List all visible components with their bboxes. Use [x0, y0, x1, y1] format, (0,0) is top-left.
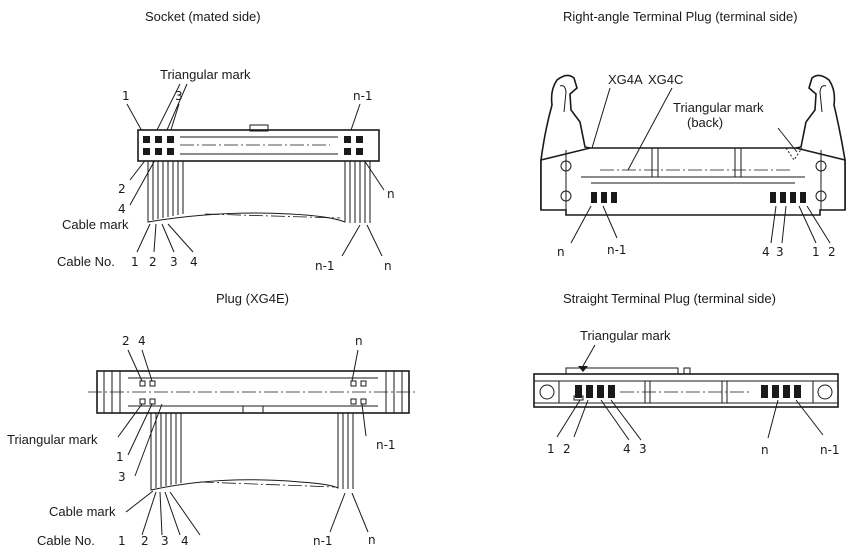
- socket-cable-1-label: 1: [131, 255, 139, 269]
- socket-cable-2-label: 2: [149, 255, 157, 269]
- socket-pin-2-label: 2: [118, 182, 126, 196]
- plug-pin-4-label: 4: [138, 334, 146, 348]
- right-angle-connector-body: [540, 74, 846, 216]
- straight-pin-4-label: 4: [623, 442, 631, 456]
- socket-cable-no-label: Cable No.: [57, 254, 115, 269]
- plug-cable-mark-label: Cable mark: [49, 504, 116, 519]
- right-angle-panel: Right-angle Terminal Plug (terminal side…: [540, 9, 846, 259]
- right-angle-pin-4-label: 4: [762, 245, 770, 259]
- socket-cable-n-label: n: [384, 259, 392, 273]
- socket-pin-4-label: 4: [118, 202, 126, 216]
- right-angle-model-a: XG4A: [608, 72, 643, 87]
- plug-pin-3-label: 3: [118, 470, 126, 484]
- straight-pin-2-label: 2: [563, 442, 571, 456]
- straight-leader-lines: [556, 399, 824, 441]
- plug-connector-body: [88, 370, 418, 414]
- plug-pin-1-label: 1: [116, 450, 124, 464]
- plug-cable-3-label: 3: [161, 534, 169, 548]
- socket-pin-n-minus-1-label: n-1: [353, 89, 373, 103]
- plug-pin-n-minus-1-label: n-1: [376, 438, 396, 452]
- plug-triangular-mark-label: Triangular mark: [7, 432, 98, 447]
- straight-pin-3-label: 3: [639, 442, 647, 456]
- plug-panel: Plug (XG4E) 2 4 n: [7, 291, 418, 548]
- right-angle-pin-3-label: 3: [776, 245, 784, 259]
- plug-cable-1-label: 1: [118, 534, 126, 548]
- straight-pin-n-label: n: [761, 443, 769, 457]
- plug-leader-lines: [117, 349, 369, 536]
- plug-title: Plug (XG4E): [216, 291, 289, 306]
- socket-pin-1-label: 1: [122, 89, 130, 103]
- socket-pin-n-label: n: [387, 187, 395, 201]
- socket-cable-3-label: 3: [170, 255, 178, 269]
- plug-pin-2-label: 2: [122, 334, 130, 348]
- right-angle-model-c: XG4C: [648, 72, 683, 87]
- socket-cable-4-label: 4: [190, 255, 198, 269]
- straight-panel: Straight Terminal Plug (terminal side) T…: [533, 291, 840, 457]
- straight-pin-n-minus-1-label: n-1: [820, 443, 840, 457]
- socket-cable-arrows: [136, 223, 383, 257]
- plug-cable-no-label: Cable No.: [37, 533, 95, 548]
- socket-cable-n-minus-1-label: n-1: [315, 259, 335, 273]
- straight-connector-body: [533, 344, 839, 408]
- socket-title: Socket (mated side): [145, 9, 261, 24]
- straight-title: Straight Terminal Plug (terminal side): [563, 291, 776, 306]
- plug-cable-2-label: 2: [141, 534, 149, 548]
- socket-triangular-mark-label: Triangular mark: [160, 67, 251, 82]
- straight-pin-1-label: 1: [547, 442, 555, 456]
- plug-cable-n-minus-1-label: n-1: [313, 534, 333, 548]
- right-angle-pin-2-label: 2: [828, 245, 836, 259]
- plug-cable-n-label: n: [368, 533, 376, 547]
- socket-panel: Socket (mated side) Triangular mark 1 3 …: [57, 9, 395, 273]
- right-angle-triangular-mark-label: Triangular mark: [673, 100, 764, 115]
- socket-flat-cable: [147, 161, 371, 223]
- right-angle-title: Right-angle Terminal Plug (terminal side…: [563, 9, 798, 24]
- plug-cable-4-label: 4: [181, 534, 189, 548]
- plug-flat-cable: [150, 413, 354, 491]
- plug-pin-n-label: n: [355, 334, 363, 348]
- right-angle-pin-n-label: n: [557, 245, 565, 259]
- right-angle-pin-n-minus-1-label: n-1: [607, 243, 627, 257]
- socket-cable-mark-label: Cable mark: [62, 217, 129, 232]
- right-angle-pin-1-label: 1: [812, 245, 820, 259]
- socket-pin-3-label: 3: [175, 89, 183, 103]
- right-angle-back-label: (back): [687, 115, 723, 130]
- right-angle-leader-lines: [570, 87, 831, 244]
- socket-connector-body: [137, 124, 380, 162]
- straight-triangular-mark-label: Triangular mark: [580, 328, 671, 343]
